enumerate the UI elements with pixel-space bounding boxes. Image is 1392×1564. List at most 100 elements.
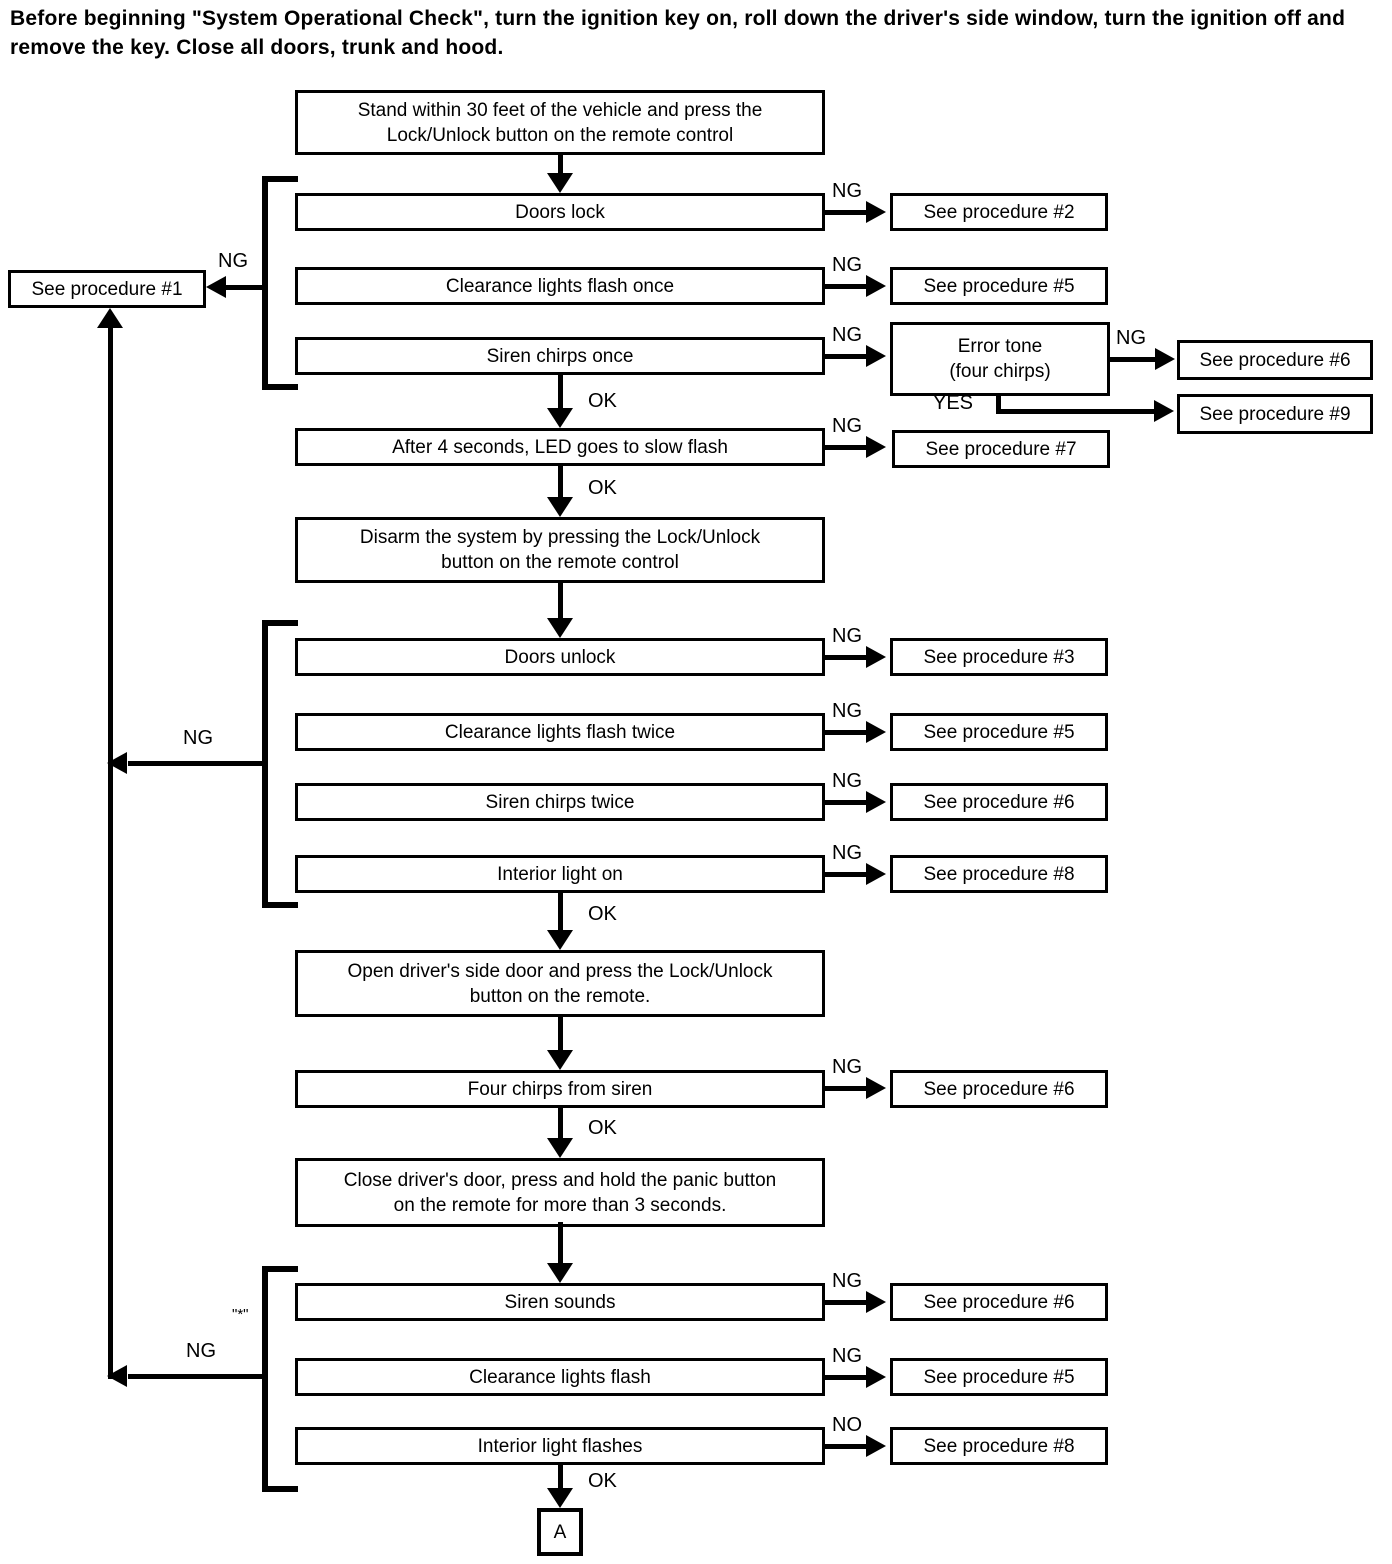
procedure-3-box: See procedure #3 bbox=[890, 638, 1108, 676]
node-disarm-system: Disarm the system by pressing the Lock/U… bbox=[295, 517, 825, 583]
ng-line bbox=[825, 1086, 870, 1091]
arrowhead-down bbox=[547, 408, 573, 428]
node-interior-light-flashes: Interior light flashes bbox=[295, 1427, 825, 1465]
node-error-tone-line1: Error tone bbox=[957, 336, 1043, 357]
arrowhead-down bbox=[547, 1050, 573, 1070]
node-doors-lock: Doors lock bbox=[295, 193, 825, 231]
group2-bracket bbox=[262, 620, 298, 626]
arrowhead-right bbox=[866, 1077, 886, 1099]
arrowhead-right bbox=[1154, 400, 1174, 422]
ng-line bbox=[825, 354, 870, 359]
procedure-9-box: See procedure #9 bbox=[1177, 394, 1373, 434]
ng-label: NG bbox=[832, 1345, 862, 1367]
group1-bracket bbox=[262, 176, 268, 390]
ng-line bbox=[1110, 357, 1157, 362]
node-error-tone-line2: (four chirps) bbox=[949, 361, 1051, 382]
group2-bracket bbox=[262, 620, 268, 908]
no-label: NO bbox=[832, 1414, 862, 1436]
arrowhead-left bbox=[107, 752, 127, 774]
yes-line bbox=[996, 396, 1001, 411]
note-label: "*" bbox=[232, 1306, 249, 1323]
ng-label: NG bbox=[218, 250, 248, 272]
connector-a: A bbox=[537, 1508, 583, 1556]
arrowhead-right bbox=[866, 721, 886, 743]
ng-label: NG bbox=[832, 324, 862, 346]
ng-line bbox=[825, 1375, 870, 1380]
flow-line bbox=[558, 375, 563, 411]
arrowhead-down bbox=[547, 497, 573, 517]
arrowhead-right bbox=[866, 275, 886, 297]
node-close-drivers-door: Close driver's door, press and hold the … bbox=[295, 1158, 825, 1227]
ok-label: OK bbox=[588, 1117, 617, 1139]
group1-bracket bbox=[262, 384, 298, 390]
group3-bracket bbox=[262, 1266, 298, 1272]
no-line bbox=[825, 1444, 870, 1449]
arrowhead-right bbox=[866, 1435, 886, 1457]
flow-line bbox=[558, 1014, 563, 1052]
arrowhead-left bbox=[107, 1365, 127, 1387]
procedure-6-box-3: See procedure #6 bbox=[890, 1070, 1108, 1108]
arrowhead-left bbox=[206, 276, 226, 298]
arrowhead-right bbox=[866, 436, 886, 458]
node-siren-chirps-twice: Siren chirps twice bbox=[295, 783, 825, 821]
ng-line bbox=[825, 210, 870, 215]
procedure-5-box-3: See procedure #5 bbox=[890, 1358, 1108, 1396]
arrowhead-down bbox=[547, 618, 573, 638]
arrowhead-down bbox=[547, 930, 573, 950]
ok-label: OK bbox=[588, 390, 617, 412]
flow-line bbox=[558, 464, 563, 500]
node-open-door-line2: button on the remote. bbox=[469, 985, 651, 1007]
ng-label: NG bbox=[186, 1340, 216, 1362]
ng-label: NG bbox=[832, 180, 862, 202]
flow-line bbox=[558, 1222, 563, 1266]
arrowhead-right bbox=[1155, 348, 1175, 370]
node-clearance-lights-flash-once: Clearance lights flash once bbox=[295, 267, 825, 305]
ng-line bbox=[825, 655, 870, 660]
ng-line bbox=[825, 800, 870, 805]
node-disarm-line1: Disarm the system by pressing the Lock/U… bbox=[359, 527, 761, 548]
ng-label: NG bbox=[832, 770, 862, 792]
arrowhead-right bbox=[866, 345, 886, 367]
header-instructions: Before beginning "System Operational Che… bbox=[10, 7, 1346, 59]
group2-bracket bbox=[262, 902, 298, 908]
arrowhead-right bbox=[866, 646, 886, 668]
node-siren-chirps-once: Siren chirps once bbox=[295, 337, 825, 375]
group1-bracket bbox=[262, 176, 298, 182]
node-start: Stand within 30 feet of the vehicle and … bbox=[295, 90, 825, 155]
yes-line bbox=[996, 409, 1158, 414]
ng-label: NG bbox=[832, 700, 862, 722]
procedure-5-box-2: See procedure #5 bbox=[890, 713, 1108, 751]
arrowhead-right bbox=[866, 1291, 886, 1313]
procedure-8-box-1: See procedure #8 bbox=[890, 855, 1108, 893]
node-siren-sounds: Siren sounds bbox=[295, 1283, 825, 1321]
arrowhead-down bbox=[547, 173, 573, 193]
node-disarm-line2: button on the remote control bbox=[441, 552, 679, 573]
yes-label: YES bbox=[933, 392, 974, 414]
node-error-tone: Error tone (four chirps) bbox=[890, 322, 1110, 396]
group3-bracket bbox=[262, 1266, 268, 1492]
node-open-drivers-door: Open driver's side door and press the Lo… bbox=[295, 950, 825, 1017]
arrowhead-down bbox=[547, 1488, 573, 1508]
ng-line bbox=[226, 285, 262, 290]
procedure-6-box-1: See procedure #6 bbox=[1177, 340, 1373, 380]
procedure-2-box: See procedure #2 bbox=[890, 193, 1108, 231]
ng-line bbox=[825, 1300, 870, 1305]
ng-label: NG bbox=[1116, 327, 1146, 349]
flow-line bbox=[558, 152, 563, 176]
ng-label: NG bbox=[832, 1270, 862, 1292]
node-interior-light-on: Interior light on bbox=[295, 855, 825, 893]
ng-line bbox=[128, 1374, 262, 1379]
ng-label: NG bbox=[832, 415, 862, 437]
procedure-5-box-1: See procedure #5 bbox=[890, 267, 1108, 305]
arrowhead-up bbox=[97, 308, 123, 328]
arrowhead-right bbox=[866, 791, 886, 813]
node-start-line2: Lock/Unlock button on the remote control bbox=[386, 124, 734, 146]
ng-line bbox=[825, 872, 870, 877]
return-line bbox=[108, 326, 113, 1379]
node-four-chirps-from-siren: Four chirps from siren bbox=[295, 1070, 825, 1108]
ng-line bbox=[825, 445, 870, 450]
ng-line bbox=[825, 730, 870, 735]
flow-line bbox=[558, 1106, 563, 1141]
ng-label: NG bbox=[832, 1056, 862, 1078]
